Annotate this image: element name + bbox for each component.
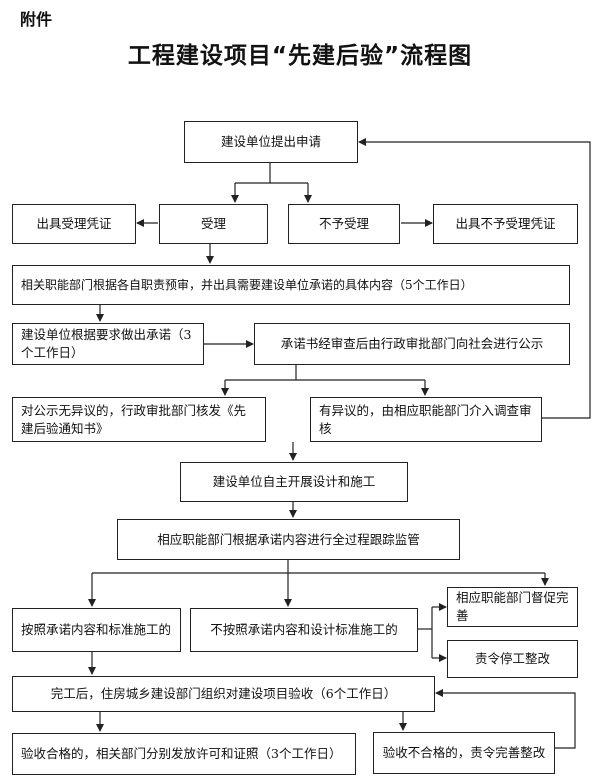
step-pass-text: 验收合格的，相关部门分别发放许可和证照（3个工作日） [21,746,342,761]
step-compliant: 按照承诺内容和标准施工的 [12,608,181,652]
page-title: 工程建设项目“先建后验”流程图 [127,43,473,69]
step-objection-text: 有异议的，由相应职能部门介入调查审核 [319,402,532,436]
attachment-label: 附件 [20,10,53,29]
step-non-compliant: 不按照承诺内容和设计标准施工的 [190,608,418,652]
step-accept-text: 受理 [200,216,226,231]
step-objection: 有异议的，由相应职能部门介入调查审核 [310,397,542,442]
step-acceptance-text: 完工后，住房城乡建设部门组织对建设项目验收（6个工作日） [50,686,397,701]
step-no-objection: 对公示无异议的，行政审批部门核发《先建后验通知书》 [12,397,266,442]
step-issue-acceptance-cert: 出具受理凭证 [12,204,136,244]
step-self-build: 建设单位自主开展设计和施工 [180,462,408,502]
step-stop-work-text: 责令停工整改 [474,651,550,666]
step-issue-acceptance-cert-text: 出具受理凭证 [36,216,112,231]
step-publicize: 承诺书经审查后由行政审批部门向社会进行公示 [254,323,570,365]
step-publicize-text: 承诺书经审查后由行政审批部门向社会进行公示 [280,336,544,351]
step-urge-fix-text: 相应职能部门督促完善 [456,590,569,623]
step-apply: 建设单位提出申请 [184,121,358,163]
step-reject: 不予受理 [288,204,400,244]
step-reject-text: 不予受理 [318,216,369,231]
step-issue-rejection-cert-text: 出具不予受理凭证 [455,216,556,231]
step-self-build-text: 建设单位自主开展设计和施工 [212,474,376,489]
step-acceptance: 完工后，住房城乡建设部门组织对建设项目验收（6个工作日） [12,676,435,712]
step-issue-rejection-cert: 出具不予受理凭证 [433,204,578,244]
step-pre-review-text: 相关职能部门根据各自职责预审，并出具需要建设单位承诺的具体内容（5个工作日） [21,278,473,292]
step-accept: 受理 [159,204,268,244]
step-compliant-text: 按照承诺内容和标准施工的 [21,622,172,637]
step-pass: 验收合格的，相关部门分别发放许可和证照（3个工作日） [12,733,356,775]
step-make-commitment-text: 建设单位根据要求做出承诺（3个工作日） [21,327,192,360]
step-no-objection-text: 对公示无异议的，行政审批部门核发《先建后验通知书》 [21,402,247,436]
step-supervise-text: 相应职能部门根据承诺内容进行全过程跟踪监管 [157,531,420,547]
step-apply-text: 建设单位提出申请 [220,134,321,149]
step-non-compliant-text: 不按照承诺内容和设计标准施工的 [210,622,398,637]
step-make-commitment: 建设单位根据要求做出承诺（3个工作日） [12,323,204,365]
step-supervise: 相应职能部门根据承诺内容进行全过程跟踪监管 [117,519,460,560]
step-urge-fix: 相应职能部门督促完善 [447,587,578,627]
step-fail-text: 验收不合格的，责令完善整改 [382,745,546,760]
step-fail: 验收不合格的，责令完善整改 [373,732,555,774]
step-stop-work: 责令停工整改 [447,640,578,678]
step-pre-review: 相关职能部门根据各自职责预审，并出具需要建设单位承诺的具体内容（5个工作日） [12,265,570,305]
